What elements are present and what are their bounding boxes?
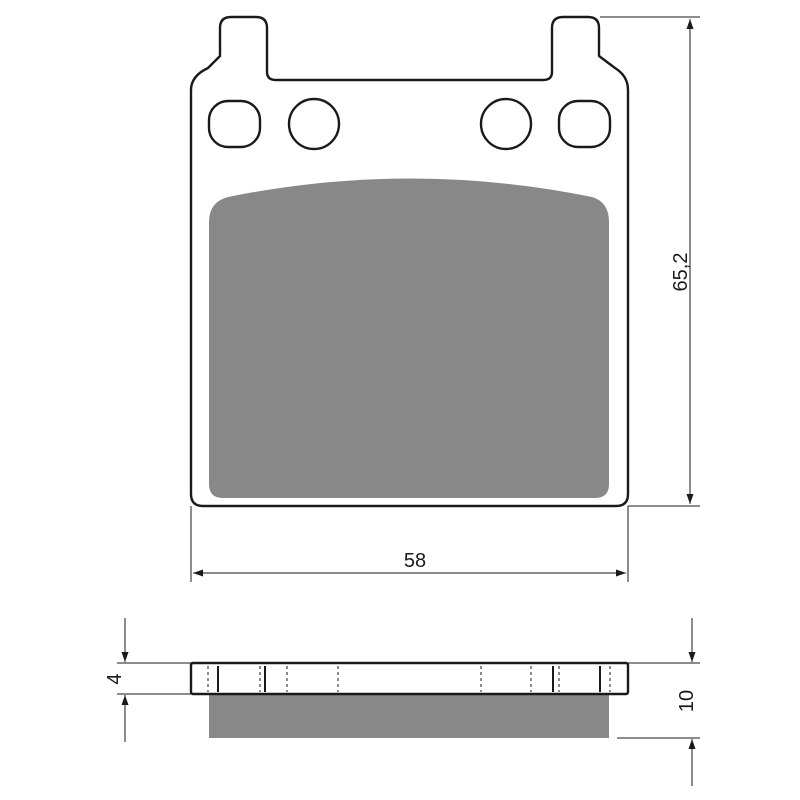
mounting-hole-outer-right xyxy=(557,99,612,149)
mounting-hole-inner-left xyxy=(287,97,341,151)
mounting-hole-inner-right xyxy=(479,97,533,151)
mounting-hole-outer-left xyxy=(207,99,262,149)
side-view-hidden-lines xyxy=(207,666,611,692)
total-thickness-label: 10 xyxy=(676,690,698,712)
width-dimension-label: 58 xyxy=(404,550,426,572)
backplate-thickness-label: 4 xyxy=(104,673,126,684)
side-view-friction-material xyxy=(209,695,609,738)
side-view-backplate xyxy=(189,661,630,696)
friction-material xyxy=(209,178,609,498)
side-view-slot-edges xyxy=(217,666,601,692)
backplate-outline xyxy=(189,15,630,508)
height-dimension-label: 65,2 xyxy=(670,253,692,292)
